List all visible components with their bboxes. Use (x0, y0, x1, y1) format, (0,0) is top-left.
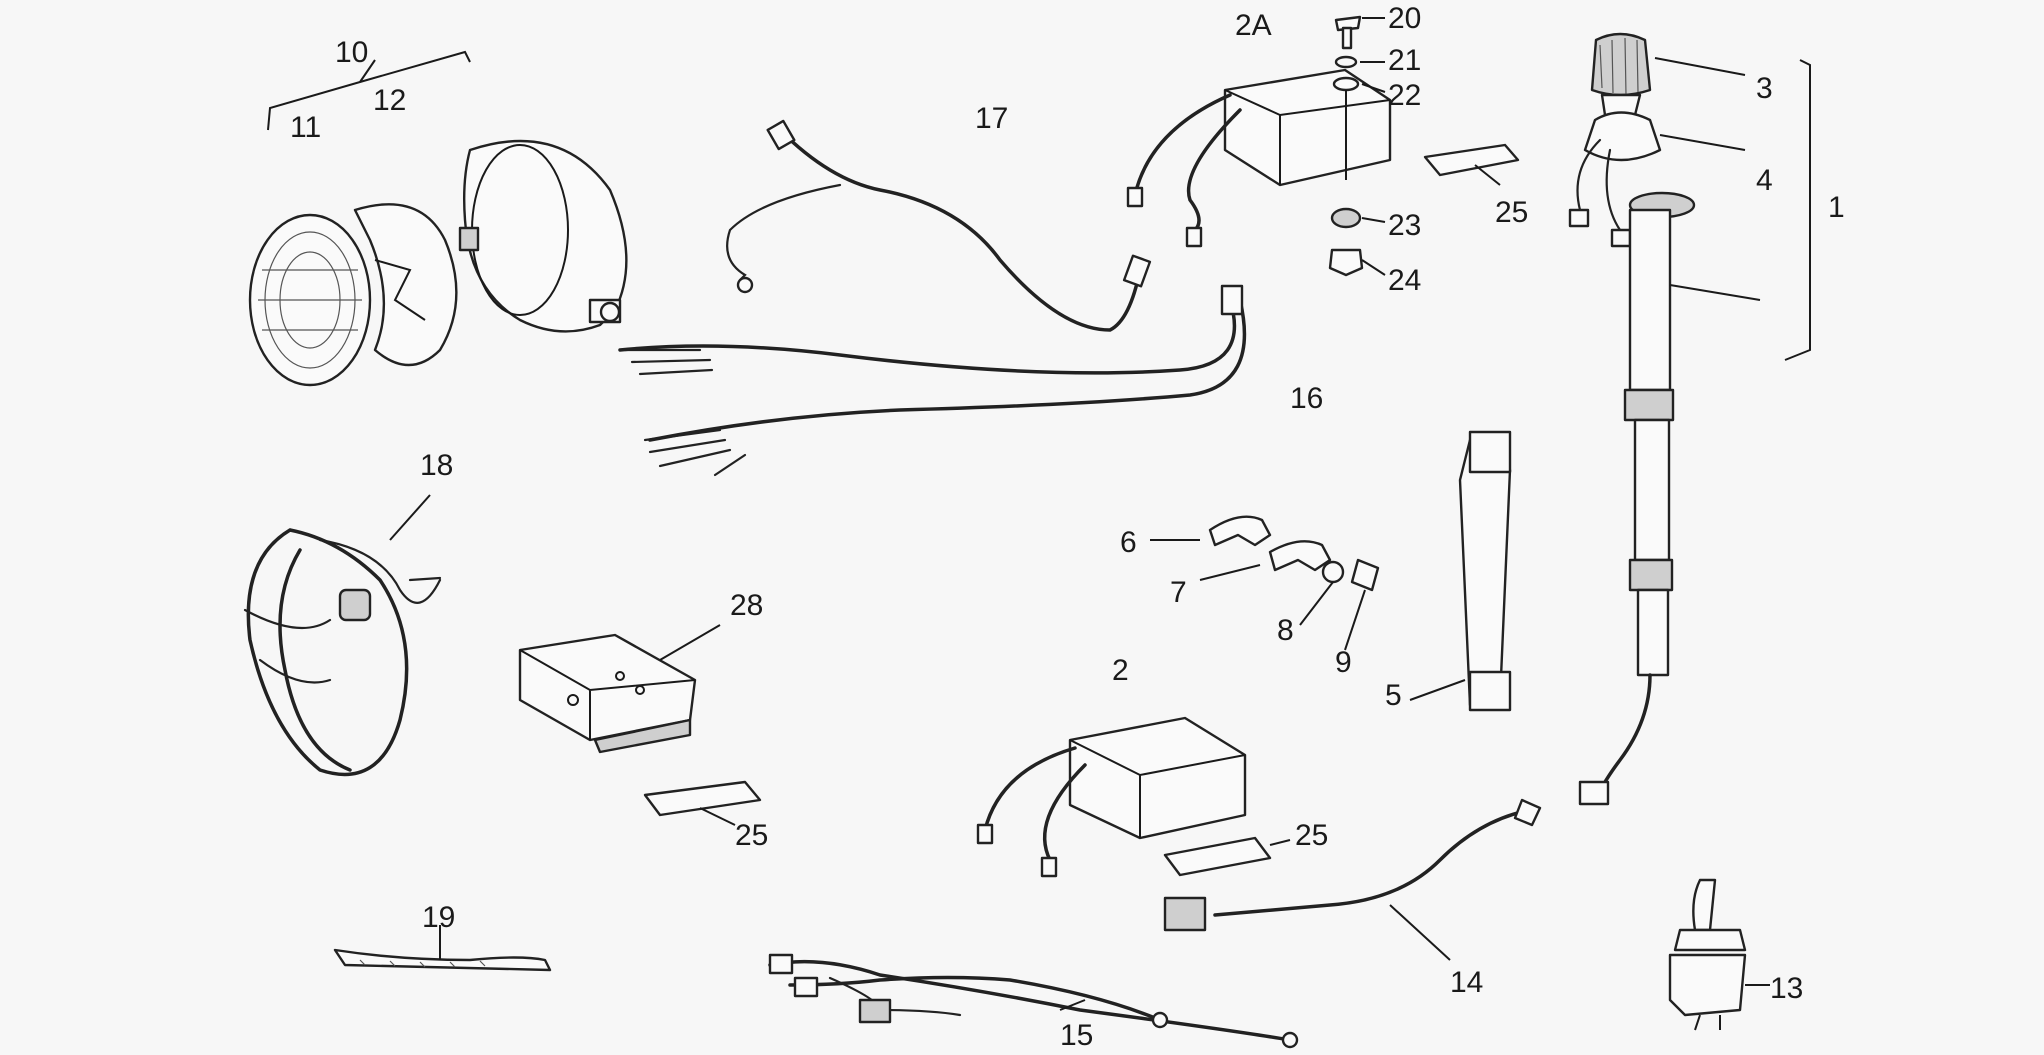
ignition-unit-2 (976, 716, 1247, 878)
label-22: 22 (1388, 79, 1421, 112)
label-2a: 2A (1235, 9, 1272, 42)
regulator-28 (518, 624, 721, 754)
label-20: 20 (1388, 2, 1421, 35)
rubber-pad-left (643, 780, 762, 826)
label-12: 12 (373, 84, 406, 117)
wire-harness-18 (243, 494, 442, 777)
label-1: 1 (1828, 191, 1845, 224)
bracket-5 (1409, 430, 1512, 712)
ignition-unit-2a (1126, 68, 1392, 248)
rubber-pad-middle (1163, 836, 1291, 877)
wire-harness-14 (1163, 798, 1542, 961)
headlamp-rim (353, 203, 458, 367)
label-23: 23 (1388, 209, 1421, 242)
lamp-column-1 (1568, 32, 1811, 806)
label-25-top: 25 (1495, 196, 1528, 229)
label-11: 11 (290, 111, 321, 144)
headlamp-assembly (248, 50, 628, 387)
label-7: 7 (1170, 576, 1187, 609)
rubber-pad-top (1423, 143, 1520, 186)
label-24: 24 (1388, 264, 1421, 297)
wire-harness-17 (726, 119, 1152, 332)
label-25-left: 25 (735, 819, 768, 852)
label-2: 2 (1112, 654, 1129, 687)
wire-harness-15 (768, 953, 1299, 1049)
label-5: 5 (1385, 679, 1402, 712)
label-28: 28 (730, 589, 763, 622)
fasteners-20-24 (1328, 15, 1386, 277)
clamps-6-9 (1150, 515, 1380, 651)
toggle-switch-13 (1668, 878, 1770, 1031)
label-14: 14 (1450, 966, 1483, 999)
label-10: 10 (335, 36, 368, 69)
label-9: 9 (1335, 646, 1352, 679)
label-17: 17 (975, 102, 1008, 135)
label-16: 16 (1290, 382, 1323, 415)
wire-harness-16 (618, 284, 1247, 477)
label-21: 21 (1388, 44, 1421, 77)
label-8: 8 (1277, 614, 1294, 647)
label-18: 18 (420, 449, 453, 482)
label-25-middle: 25 (1295, 819, 1328, 852)
label-19: 19 (422, 901, 455, 934)
label-15: 15 (1060, 1019, 1093, 1052)
headlamp-shell (463, 139, 628, 333)
label-4: 4 (1756, 164, 1773, 197)
wire-19 (333, 925, 552, 972)
label-3: 3 (1756, 72, 1773, 105)
label-6: 6 (1120, 526, 1137, 559)
label-13: 13 (1770, 972, 1803, 1005)
